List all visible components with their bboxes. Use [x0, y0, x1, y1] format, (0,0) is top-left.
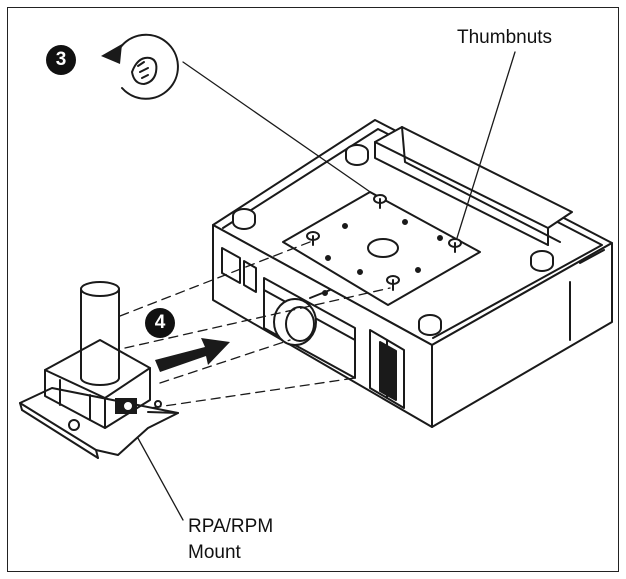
step-3-badge: 3 — [46, 45, 76, 75]
step-4-badge: 4 — [145, 308, 175, 338]
mount-label-line1: RPA/RPM — [188, 516, 274, 537]
leader-line-thumbnuts — [456, 51, 516, 239]
mount-label-line2: Mount — [188, 542, 241, 563]
thumbnuts-label: Thumbnuts — [457, 27, 553, 48]
counterclockwise-rotate-hand-icon — [101, 33, 179, 100]
projector-front-details — [221, 247, 571, 409]
mounting-plate — [282, 191, 481, 306]
thumbnut-group — [306, 194, 462, 291]
projector — [212, 119, 613, 428]
mount-column — [80, 281, 120, 386]
alignment-lines — [119, 239, 391, 411]
diagram-frame — [7, 7, 619, 572]
projector-lens — [273, 298, 317, 346]
leader-line-step3 — [182, 61, 377, 197]
rpa-rpm-mount — [19, 281, 179, 459]
projector-feet — [232, 144, 554, 336]
arrow-right-icon — [155, 338, 230, 372]
